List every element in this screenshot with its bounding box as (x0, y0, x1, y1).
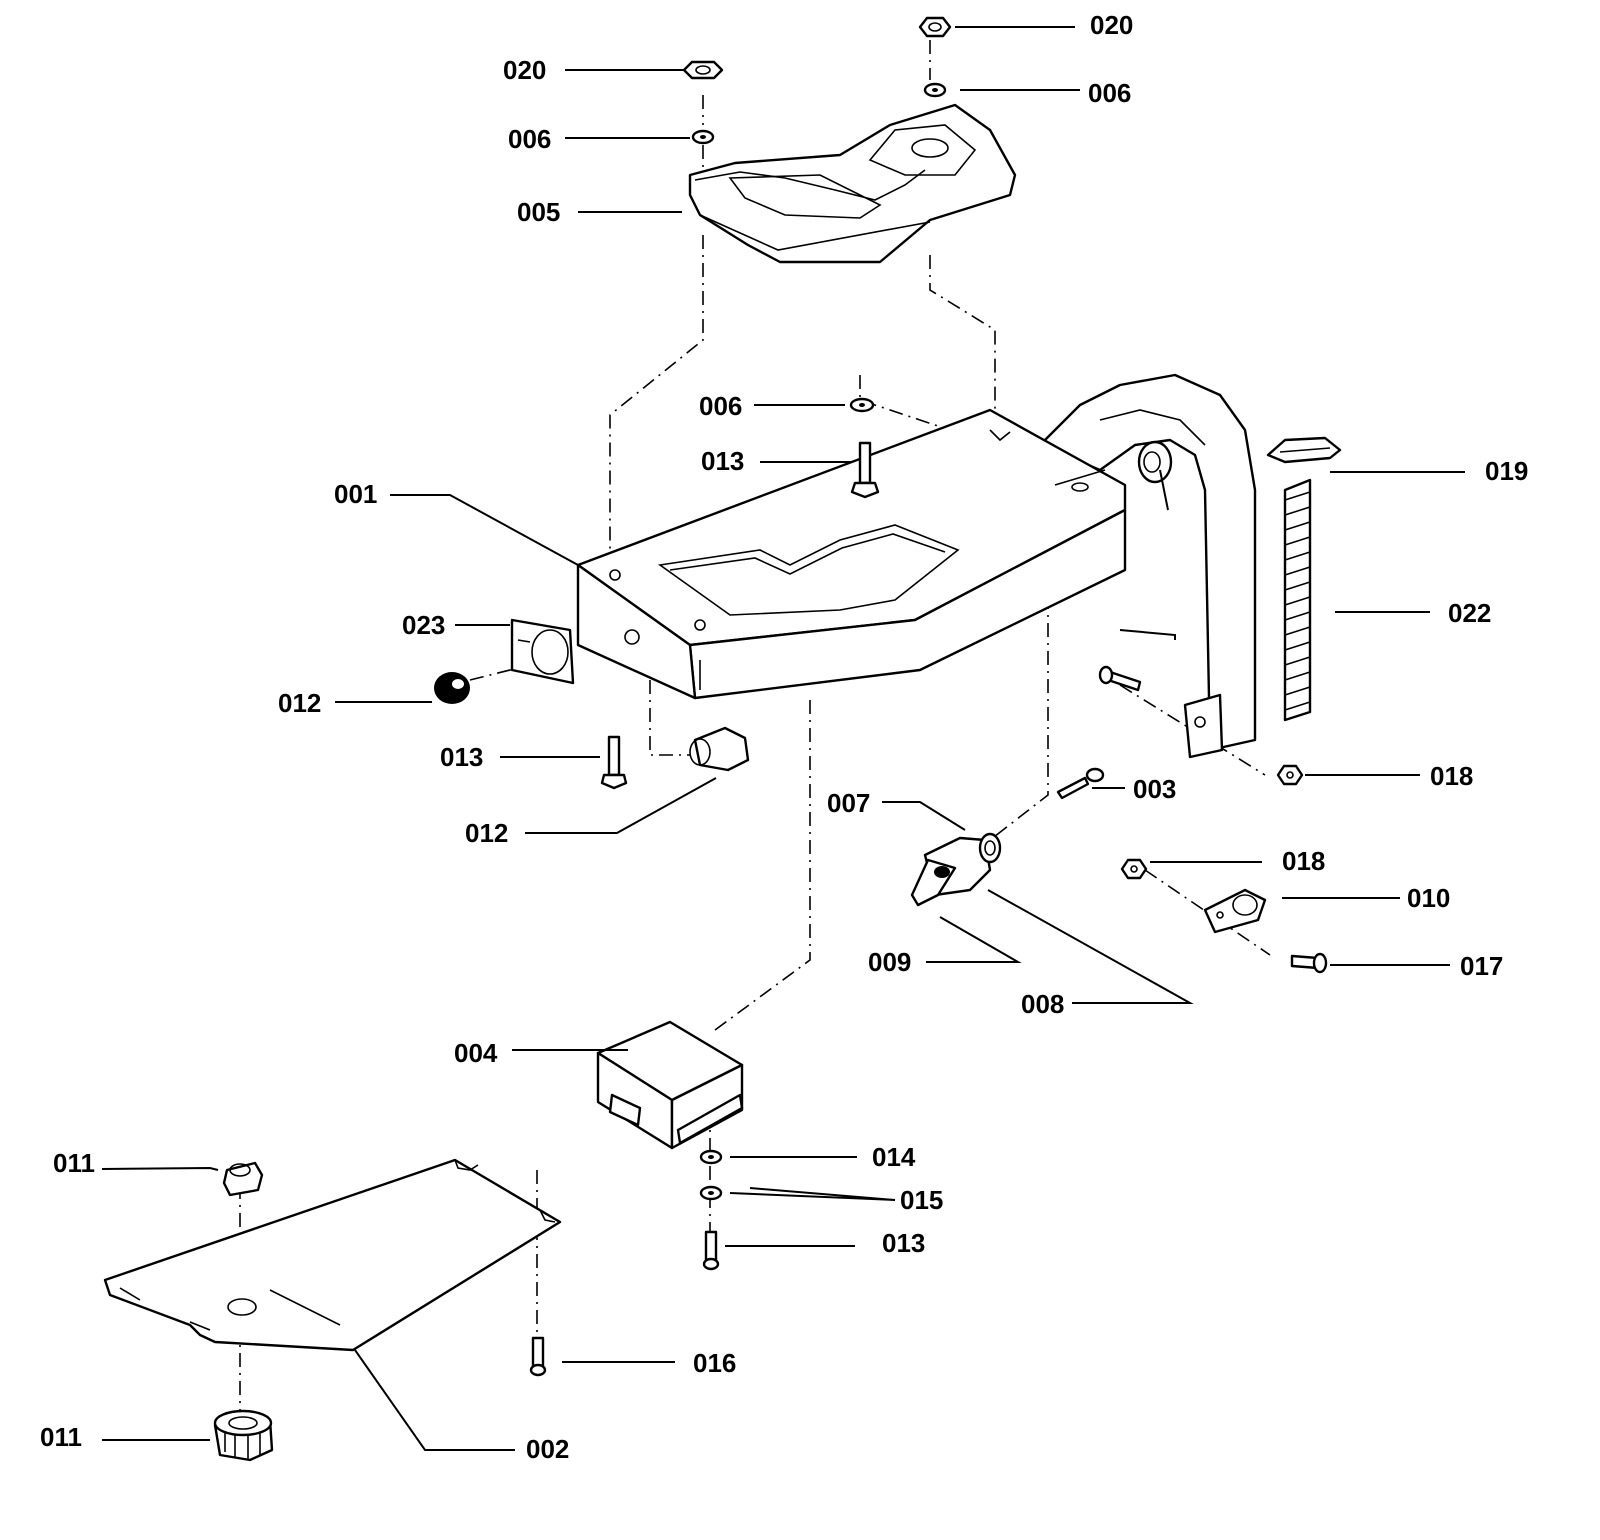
label-017: 017 (1460, 951, 1503, 981)
part-007-switch (910, 832, 1002, 907)
label-014: 014 (872, 1142, 916, 1172)
washer-006-left (691, 129, 715, 145)
label-015: 015 (900, 1185, 943, 1215)
washer-006-center (849, 397, 875, 413)
label-022: 022 (1448, 598, 1491, 628)
washer-014 (699, 1149, 723, 1165)
part-012-nut (689, 726, 750, 772)
label-016: 016 (693, 1348, 736, 1378)
nut-020-right (918, 16, 952, 38)
label-013-bottom: 013 (882, 1228, 925, 1258)
label-006-right: 006 (1088, 78, 1131, 108)
label-010: 010 (1407, 883, 1450, 913)
nut-020-left (682, 60, 724, 80)
label-020-left: 020 (503, 55, 546, 85)
label-018-lower: 018 (1282, 846, 1325, 876)
label-008: 008 (1021, 989, 1064, 1019)
washer-015 (699, 1185, 723, 1201)
label-011-bottom: 011 (40, 1422, 82, 1452)
label-004: 004 (454, 1038, 498, 1068)
part-012-plug-black (434, 672, 470, 704)
label-006-left: 006 (508, 124, 551, 154)
bolt-arm (1098, 665, 1142, 692)
nut-018-lower (1120, 858, 1148, 880)
label-003: 003 (1133, 774, 1176, 804)
label-023: 023 (402, 610, 445, 640)
washer-006-right (923, 82, 947, 98)
part-011-nut-top (222, 1161, 264, 1197)
part-011-nut-bottom (213, 1409, 274, 1462)
bolt-013-bottom (702, 1230, 720, 1271)
label-005: 005 (517, 197, 560, 227)
part-022-spring (1283, 478, 1312, 722)
label-006-center: 006 (699, 391, 742, 421)
callout-labels: 020 020 006 006 005 006 013 001 023 012 … (40, 10, 1528, 1464)
leader-lines (101, 26, 1465, 1451)
part-005-cover (688, 103, 1017, 264)
grommet-on-housing (1137, 440, 1173, 484)
label-020-right: 020 (1090, 10, 1133, 40)
bolt-013-left (600, 735, 628, 790)
bolt-016 (529, 1336, 547, 1377)
part-003-key (1056, 767, 1105, 800)
label-012-bottom: 012 (465, 818, 508, 848)
nut-018-upper (1276, 764, 1304, 786)
bolt-013-top (850, 441, 880, 499)
part-019-cap (1266, 436, 1342, 464)
label-018-upper: 018 (1430, 761, 1473, 791)
label-009: 009 (868, 947, 911, 977)
part-017-bolt (1290, 952, 1328, 974)
label-001: 001 (334, 479, 377, 509)
part-002-plate (103, 1158, 562, 1352)
label-012-left: 012 (278, 688, 321, 718)
label-007: 007 (827, 788, 870, 818)
label-019: 019 (1485, 456, 1528, 486)
label-002: 002 (526, 1434, 569, 1464)
part-010-clip (1203, 888, 1267, 934)
part-001-housing (576, 373, 1257, 759)
part-023-plate (510, 618, 575, 685)
label-013-top: 013 (701, 446, 744, 476)
label-011-top: 011 (53, 1148, 95, 1178)
label-013-left: 013 (440, 742, 483, 772)
part-004-box (596, 1020, 744, 1150)
